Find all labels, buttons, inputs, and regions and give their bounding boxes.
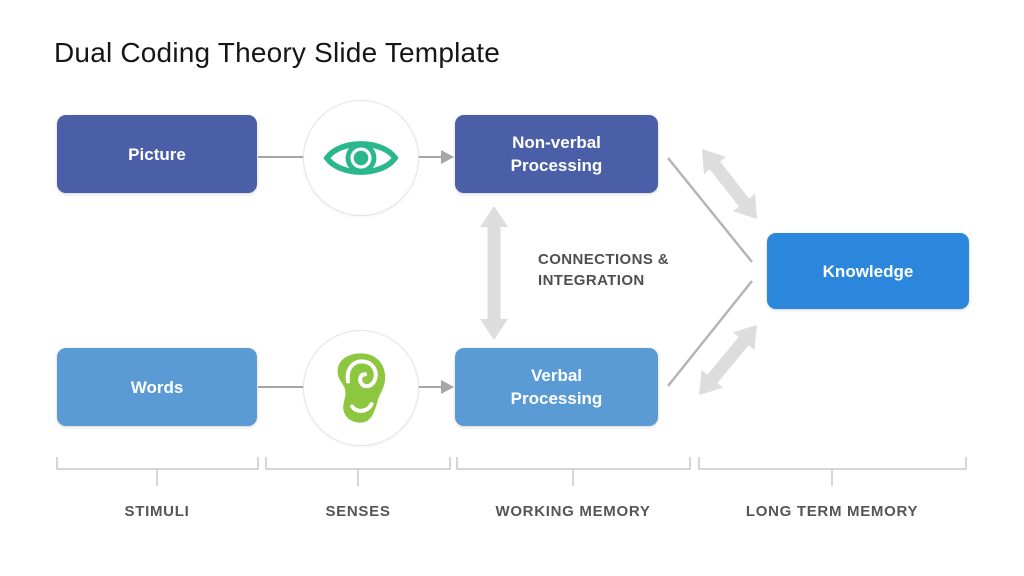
knowledge-box: Knowledge <box>767 233 969 309</box>
eye-circle <box>303 100 419 216</box>
stage-label-long-term-memory: LONG TERM MEMORY <box>745 503 919 520</box>
verbal-box-label-line2: Processing <box>510 389 603 408</box>
ear-circle <box>303 330 419 446</box>
nonverbal-box-label-line1: Non-verbal <box>512 133 601 152</box>
right-arrowhead-icon <box>441 380 454 394</box>
bracket-long-term-memory <box>698 457 967 486</box>
bidirectional-arrow-nonverbal-knowledge <box>701 149 758 219</box>
words-box: Words <box>57 348 257 426</box>
picture-box-label: Picture <box>128 144 186 164</box>
chevron-line-top <box>667 157 753 263</box>
verbal-box-label-line1: Verbal <box>530 366 583 385</box>
connections-label-line2: INTEGRATION <box>538 272 645 289</box>
ear-lobe-curve <box>350 402 374 413</box>
bracket-senses <box>265 457 451 486</box>
double-arrow-icon <box>701 149 758 219</box>
connections-label-line1: CONNECTIONS & <box>538 251 670 268</box>
ear-helix-curve <box>345 359 378 389</box>
bidirectional-arrow-verbal-knowledge <box>698 324 758 396</box>
eye-iris-ring <box>345 142 377 174</box>
ear-icon <box>337 353 386 423</box>
right-arrowhead-icon <box>441 150 454 164</box>
arrow-ear-to-verbal <box>416 380 454 394</box>
bracket-stimuli <box>56 457 259 486</box>
eye-icon <box>323 141 399 175</box>
stage-label-stimuli: STIMULI <box>124 503 190 520</box>
stage-label-working-memory: WORKING MEMORY <box>495 503 651 520</box>
verbal-processing-box: Verbal Processing <box>455 348 658 426</box>
picture-box: Picture <box>57 115 257 193</box>
arrow-eye-to-nonverbal <box>416 150 454 164</box>
nonverbal-processing-box: Non-verbal Processing <box>455 115 658 193</box>
bracket-working-memory <box>456 457 691 486</box>
nonverbal-box-label-line2: Processing <box>510 156 603 175</box>
stage-label-senses: SENSES <box>325 503 391 520</box>
slide-title: Dual Coding Theory Slide Template <box>54 37 501 68</box>
eye-pupil <box>353 150 369 166</box>
connections-integration-label: CONNECTIONS & INTEGRATION <box>538 249 669 291</box>
knowledge-box-label: Knowledge <box>822 261 914 281</box>
bidirectional-arrow-vertical <box>480 206 508 340</box>
double-arrow-icon <box>698 324 758 396</box>
words-box-label: Words <box>130 377 184 397</box>
chevron-line-bottom <box>667 280 753 387</box>
double-arrow-icon <box>480 206 508 340</box>
